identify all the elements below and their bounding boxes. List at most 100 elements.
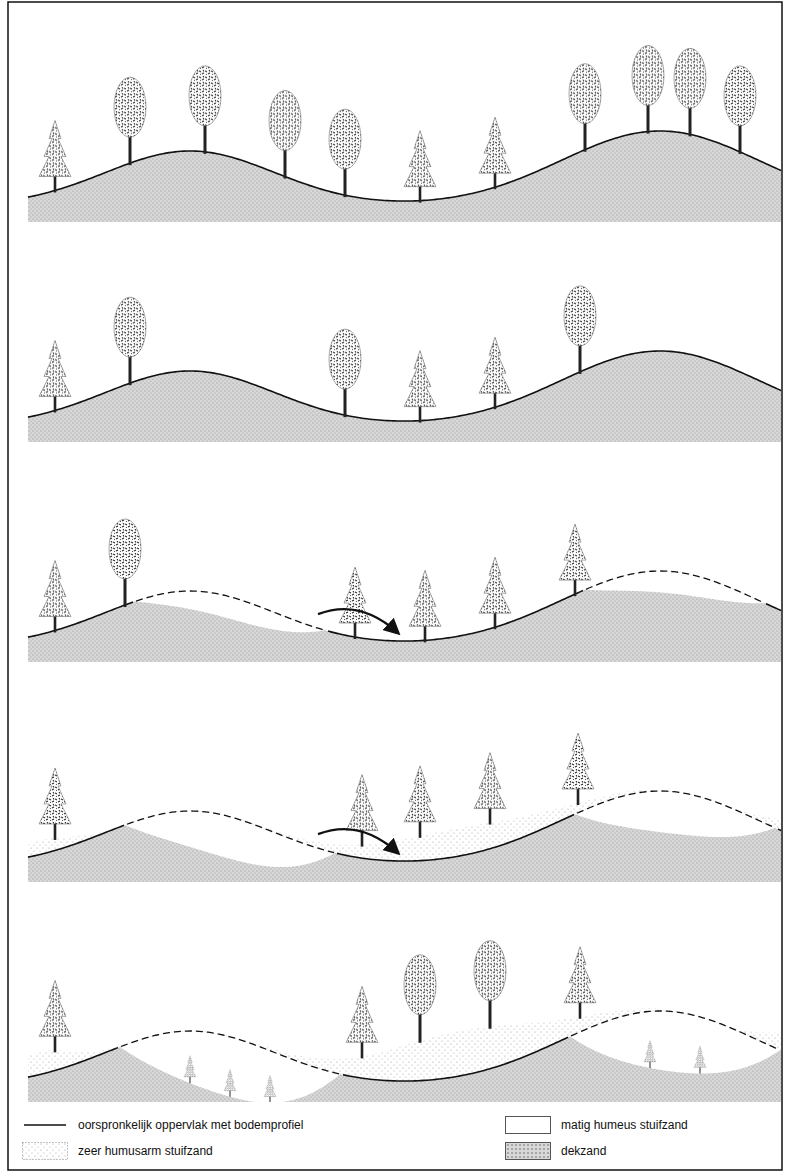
deciduous-tree	[114, 77, 146, 165]
blowout-hollow	[135, 591, 325, 632]
tree-trunk	[229, 1090, 231, 1097]
tree-crown	[479, 337, 511, 393]
deciduous-tree	[724, 66, 756, 154]
tree-trunk	[577, 787, 580, 805]
tree-trunk	[129, 353, 132, 385]
conifer-tree	[39, 768, 71, 840]
tree-crown	[632, 46, 664, 106]
conifer-tree	[479, 117, 511, 189]
tree-crown	[674, 48, 706, 108]
original-surface	[28, 1037, 781, 1081]
conifer-tree	[479, 557, 511, 629]
conifer-tree	[346, 986, 378, 1058]
tree-trunk	[269, 1096, 271, 1102]
tree-crown	[724, 66, 756, 126]
original-surface	[28, 131, 781, 201]
tree-crown	[479, 117, 511, 173]
legend-pattern-sample	[22, 1142, 68, 1160]
transport-arrow	[318, 609, 398, 633]
landscape-panel	[28, 733, 781, 882]
tree-trunk	[584, 120, 587, 152]
conifer-tree	[409, 570, 441, 642]
tree-trunk	[419, 185, 422, 203]
legend-line-sample	[22, 1116, 68, 1134]
tree-trunk	[54, 1034, 57, 1052]
frame	[8, 2, 782, 1170]
deciduous-tree	[474, 941, 506, 1029]
deciduous-tree	[329, 329, 361, 417]
tree-crown	[329, 329, 361, 389]
legend-line	[24, 1124, 66, 1126]
conifer-tree	[39, 340, 71, 412]
tree-trunk	[124, 575, 127, 607]
tree-trunk	[54, 822, 57, 840]
tree-crown	[264, 1075, 276, 1096]
deciduous-tree	[632, 46, 664, 134]
tree-crown	[346, 775, 378, 831]
conifer-tree	[39, 980, 71, 1052]
conifer-tree	[39, 120, 71, 192]
tree-trunk	[419, 820, 422, 838]
conifer-tree	[404, 131, 436, 203]
tree-trunk	[689, 104, 692, 136]
deciduous-tree	[569, 64, 601, 152]
tree-trunk	[129, 133, 132, 165]
tree-crown	[184, 1056, 196, 1077]
deciduous-tree	[329, 109, 361, 197]
legend-label: matig humeus stuifzand	[561, 1118, 688, 1132]
tree-crown	[474, 753, 506, 809]
tree-crown	[39, 768, 71, 824]
deciduous-tree	[564, 286, 596, 374]
deciduous-tree	[404, 955, 436, 1043]
conifer-tree	[264, 1075, 276, 1102]
tree-crown	[114, 77, 146, 137]
legend-label: zeer humusarm stuifzand	[78, 1144, 213, 1158]
legend-swatch	[505, 1142, 551, 1160]
tree-trunk	[54, 394, 57, 412]
tree-crown	[404, 955, 436, 1015]
tree-crown	[479, 557, 511, 613]
deciduous-tree	[114, 297, 146, 385]
tree-crown	[404, 351, 436, 407]
tree-trunk	[699, 1067, 701, 1074]
tree-crown	[39, 340, 71, 396]
conifer-tree	[694, 1046, 706, 1073]
tree-crown	[114, 297, 146, 357]
deciduous-tree	[269, 91, 301, 179]
tree-crown	[39, 560, 71, 616]
tree-trunk	[574, 578, 577, 596]
legend-label: oorspronkelijk oppervlak met bodemprofie…	[78, 1118, 303, 1132]
landscape-panel	[28, 941, 781, 1102]
legend-swatch	[505, 1116, 551, 1134]
tree-trunk	[494, 391, 497, 409]
tree-crown	[404, 131, 436, 187]
tree-trunk	[494, 611, 497, 629]
conifer-tree	[339, 567, 371, 639]
conifer-tree	[184, 1056, 196, 1083]
dekzand-ground	[28, 571, 781, 662]
tree-trunk	[189, 1076, 191, 1083]
tree-trunk	[419, 405, 422, 423]
tree-trunk	[579, 1001, 582, 1019]
transport-arrow	[318, 829, 398, 853]
conifer-tree	[564, 947, 596, 1019]
tree-trunk	[419, 1011, 422, 1043]
blowout-hollow	[120, 1031, 340, 1102]
conifer-tree	[559, 524, 591, 596]
conifer-tree	[644, 1041, 656, 1068]
tree-crown	[562, 733, 594, 789]
tree-trunk	[579, 342, 582, 374]
tree-crown	[404, 766, 436, 822]
tree-trunk	[489, 997, 492, 1029]
conifer-tree	[404, 351, 436, 423]
tree-trunk	[54, 614, 57, 632]
tree-crown	[339, 567, 371, 623]
tree-trunk	[647, 102, 650, 134]
tree-crown	[109, 519, 141, 579]
original-surface	[28, 351, 781, 421]
conifer-tree	[479, 337, 511, 409]
stuifzand-deposit	[28, 1008, 781, 1081]
tree-trunk	[204, 122, 207, 154]
